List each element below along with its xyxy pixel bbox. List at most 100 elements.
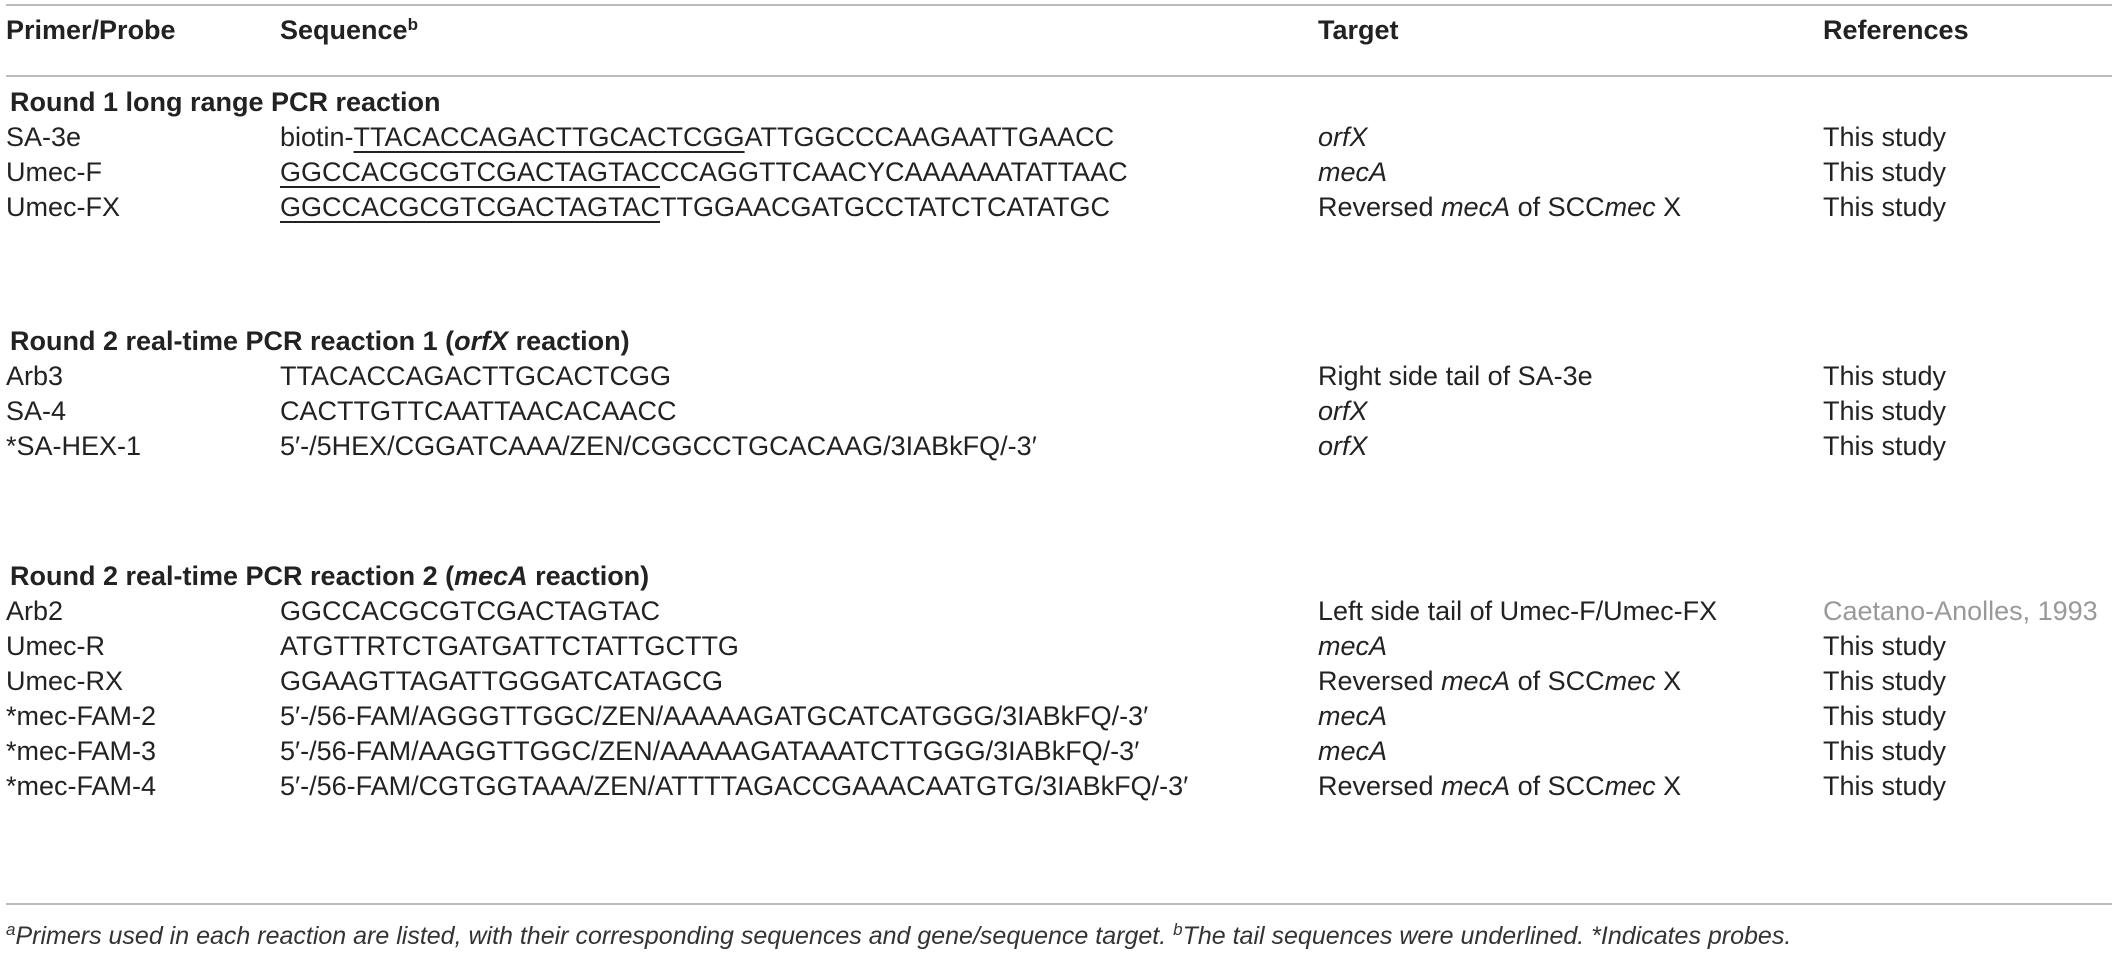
reference-cell: This study [1823,431,1947,461]
header-references: References [1823,15,1969,45]
reference-cell: This study [1823,192,1947,222]
target-text: of SCC [1510,666,1605,696]
header-sequence-sup: b [407,15,418,34]
target-text: Reversed [1318,192,1442,222]
section-title: Round 2 real-time PCR reaction 2 (mecA r… [0,552,2118,600]
footnote-text-b: The tail sequences were underlined. *Ind… [1182,922,1792,950]
primer-sequence: biotin-TTACACCAGACTTGCACTCGGATTGGCCCAAGA… [280,113,1114,161]
primer-name: *mec-FAM-4 [6,771,157,801]
target-text: of SCC [1510,192,1605,222]
table-row: Umec-RX GGAAGTTAGATTGGGATCATAGCG Reversed … [0,657,2118,705]
table-bottom-rule [6,903,2112,905]
header-primer: Primer/Probe [6,15,176,45]
primer-name: Umec-RX [6,666,124,696]
primer-name: Umec-FX [6,192,120,222]
target-gene: mecA [1318,736,1388,766]
sequence-tail-underlined: GGCCACGCGTCGACTAGTAC [280,157,661,187]
section-title: Round 1 long range PCR reaction [0,78,2118,126]
section-title-text: Round 2 real-time PCR reaction 1 (orfX r… [10,317,630,365]
table-row: Arb3 TTACACCAGACTTGCACTCGG Right side tail… [0,352,2118,400]
sequence-rest: ATTGGCCCAAGAATTGAACC [744,122,1115,152]
target-cell: orfX [1318,387,1368,435]
target-cell: Reversed mecA of SCCmec X [1318,183,1681,231]
target-text: of SCC [1510,771,1605,801]
primer-name: *mec-FAM-3 [6,736,157,766]
sequence-tail-underlined: TTACACCAGACTTGCACTCGG [353,122,745,152]
primer-sequence: TTACACCAGACTTGCACTCGG [280,352,671,400]
section-title-part: Round 2 real-time PCR reaction 1 ( [10,326,455,356]
primer-name: Arb3 [6,361,64,391]
table-header-rule [6,75,2112,77]
target-text: X [1655,666,1682,696]
primer-sequence: 5′-/56-FAM/CGTGGTAAA/ZEN/ATTTTAGACCGAAAC… [280,762,1188,810]
reference-link[interactable]: Caetano-Anolles, 1993 [1823,596,2098,626]
primer-sequence: CACTTGTTCAATTAACACAACC [280,387,677,435]
target-text: X [1655,192,1682,222]
target-cell: orfX [1318,422,1368,470]
primer-sequence: 5′-/56-FAM/AGGGTTGGC/ZEN/AAAAAGATGCATCAT… [280,692,1148,740]
table-row: Umec-R ATGTTRTCTGATGATTCTATTGCTTG mecA This… [0,622,2118,670]
section-title-part: Round 2 real-time PCR reaction 2 ( [10,561,455,591]
reference-cell: This study [1823,396,1947,426]
primer-sequence: GGAAGTTAGATTGGGATCATAGCG [280,657,723,705]
section-title-part: reaction) [508,326,630,356]
table-footnote: aPrimers used in each reaction are liste… [6,916,1791,956]
primer-sequence: 5′-/5HEX/CGGATCAAA/ZEN/CGGCCTGCACAAG/3IA… [280,422,1037,470]
table-top-rule [6,4,2112,6]
primer-name: *SA-HEX-1 [6,431,142,461]
target-gene: mec [1604,666,1656,696]
primer-name: Umec-F [6,157,102,187]
target-text: Left side tail of Umec-F/Umec-FX [1318,596,1718,626]
target-gene: orfX [1318,396,1368,426]
target-gene: mecA [1318,631,1388,661]
sequence-prefix: biotin- [280,122,354,152]
section-title-text: Round 2 real-time PCR reaction 2 (mecA r… [10,552,649,600]
primer-sequence: 5′-/56-FAM/AAGGTTGGC/ZEN/AAAAAGATAAATCTT… [280,727,1139,775]
sequence-prefix: CACTTGTTCAATTAACACAACC [280,396,677,426]
sequence-prefix: ATGTTRTCTGATGATTCTATTGCTTG [280,631,739,661]
table-row: Arb2 GGCCACGCGTCGACTAGTAC Left side tail o… [0,587,2118,635]
footnote-sup-a: a [6,920,16,939]
table-row: Umec-F GGCCACGCGTCGACTAGTACCCAGGTTCAACYCA… [0,148,2118,196]
primer-sequence: GGCCACGCGTCGACTAGTACCCAGGTTCAACYCAAAAAAT… [280,148,1128,196]
section-title-italic: mecA [454,561,528,591]
target-gene: orfX [1318,431,1368,461]
reference-cell: This study [1823,701,1947,731]
section-title: Round 2 real-time PCR reaction 1 (orfX r… [0,317,2118,365]
reference-cell: This study [1823,771,1947,801]
table-header-row: Primer/Probe Sequenceb Target References [0,6,2118,54]
footnote-text-a: Primers used in each reaction are listed… [15,922,1174,950]
primer-name: SA-3e [6,122,82,152]
reference-cell: This study [1823,361,1947,391]
target-cell: Right side tail of SA-3e [1318,352,1593,400]
target-text: Reversed [1318,666,1442,696]
target-gene: mecA [1318,701,1388,731]
primer-name: *mec-FAM-2 [6,701,157,731]
sequence-prefix: 5′-/56-FAM/AAGGTTGGC/ZEN/AAAAAGATAAATCTT… [280,736,1140,766]
table-row: *mec-FAM-3 5′-/56-FAM/AAGGTTGGC/ZEN/AAAAA… [0,727,2118,775]
sequence-prefix: TTACACCAGACTTGCACTCGG [280,361,671,391]
target-gene: mecA [1441,666,1511,696]
target-text: X [1655,771,1682,801]
target-cell: Reversed mecA of SCCmec X [1318,762,1681,810]
reference-cell: This study [1823,736,1947,766]
section-title-part: Round 1 long range PCR reaction [10,87,441,117]
reference-cell: This study [1823,631,1947,661]
primer-name: Umec-R [6,631,105,661]
primer-name: Arb2 [6,596,64,626]
table-row: *mec-FAM-4 5′-/56-FAM/CGTGGTAAA/ZEN/ATTTT… [0,762,2118,810]
sequence-rest: CCAGGTTCAACYCAAAAAATATTAAC [660,157,1128,187]
target-gene: mec [1604,771,1656,801]
sequence-prefix: 5′-/56-FAM/AGGGTTGGC/ZEN/AAAAAGATGCATCAT… [280,701,1149,731]
sequence-tail-underlined: GGCCACGCGTCGACTAGTAC [280,192,661,222]
reference-cell: This study [1823,122,1947,152]
sequence-prefix: GGAAGTTAGATTGGGATCATAGCG [280,666,724,696]
primer-sequence: ATGTTRTCTGATGATTCTATTGCTTG [280,622,739,670]
sequence-prefix: GGCCACGCGTCGACTAGTAC [280,596,661,626]
table-row: *mec-FAM-2 5′-/56-FAM/AGGGTTGGC/ZEN/AAAAA… [0,692,2118,740]
target-cell: Reversed mecA of SCCmec X [1318,657,1681,705]
sequence-prefix: 5′-/56-FAM/CGTGGTAAA/ZEN/ATTTTAGACCGAAAC… [280,771,1189,801]
